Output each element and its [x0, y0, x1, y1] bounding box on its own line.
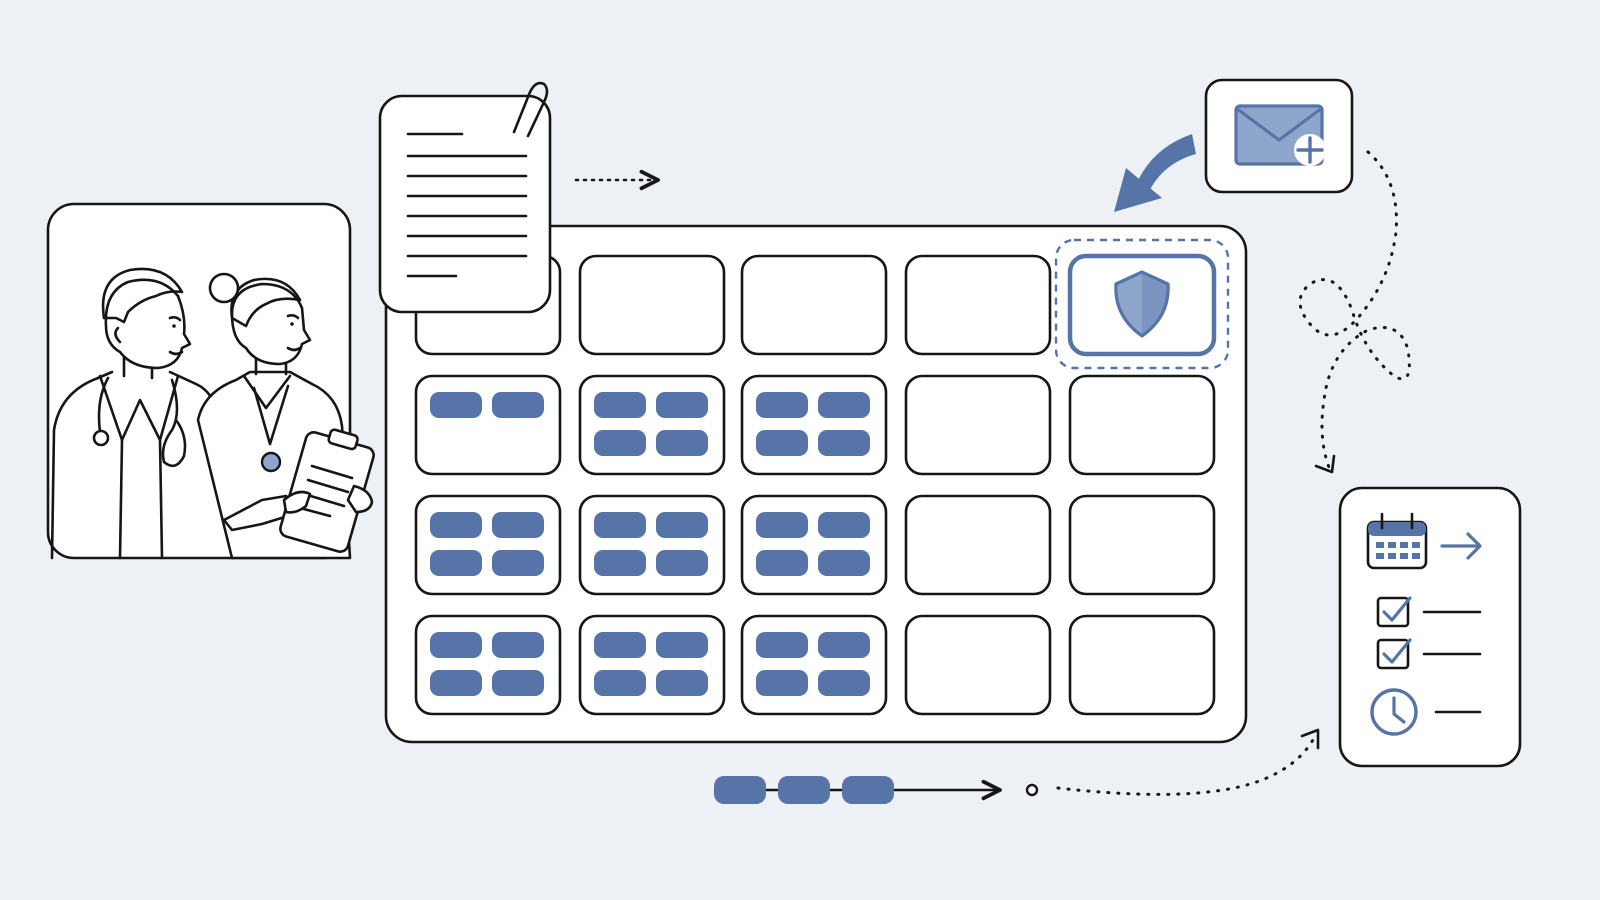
- mail-card: [1204, 78, 1354, 194]
- grid-cell: [904, 374, 1052, 476]
- grid-block: [656, 392, 708, 418]
- checklist-card: [1338, 486, 1522, 768]
- grid-cell: [740, 374, 888, 476]
- grid-cell: [414, 374, 562, 476]
- grid-block: [756, 430, 808, 456]
- schedule-grid: [414, 253, 1217, 716]
- grid-block: [492, 670, 544, 696]
- grid-block: [594, 392, 646, 418]
- grid-block: [430, 632, 482, 658]
- grid-cell: [414, 494, 562, 596]
- grid-block: [818, 512, 870, 538]
- grid-block: [818, 632, 870, 658]
- grid-block: [656, 670, 708, 696]
- grid-cell: [414, 614, 562, 716]
- dotted-loop-path: [1298, 150, 1411, 472]
- grid-block: [594, 670, 646, 696]
- grid-cell: [904, 254, 1052, 356]
- queue-block: [842, 776, 894, 804]
- grid-block: [430, 670, 482, 696]
- mail-plus-icon: [1234, 104, 1326, 166]
- grid-block: [430, 512, 482, 538]
- grid-cell: [1068, 614, 1216, 716]
- calendar-arrow-icon: [1440, 532, 1482, 560]
- grid-block: [818, 670, 870, 696]
- grid-cell: [578, 254, 726, 356]
- checkbox-icon: [1376, 596, 1412, 628]
- grid-cell: [578, 614, 726, 716]
- queue-block: [778, 776, 830, 804]
- grid-block: [430, 392, 482, 418]
- pending-queue: [714, 728, 1320, 804]
- grid-block: [594, 430, 646, 456]
- nurse-figure: [196, 272, 375, 560]
- grid-block: [756, 392, 808, 418]
- grid-cell: [904, 494, 1052, 596]
- grid-block: [756, 632, 808, 658]
- grid-block: [756, 512, 808, 538]
- grid-block: [594, 550, 646, 576]
- grid-block: [818, 550, 870, 576]
- grid-block: [594, 632, 646, 658]
- paperclip-icon: [512, 81, 549, 138]
- queue-endpoint: [1025, 783, 1039, 797]
- clinicians-panel: [46, 202, 375, 560]
- grid-cell: [740, 254, 888, 356]
- checkbox-icon: [1376, 638, 1412, 670]
- grid-block: [656, 430, 708, 456]
- highlight-dashed-outline: [1054, 238, 1230, 370]
- grid-cell: [1068, 494, 1216, 596]
- clock-icon: [1370, 688, 1418, 736]
- document-icon: [378, 81, 552, 314]
- loop-arrow-head: [1314, 454, 1336, 474]
- incoming-mail-arrow: [1114, 134, 1196, 212]
- grid-block: [492, 632, 544, 658]
- queue-arrow-head: [1300, 728, 1320, 750]
- grid-cell: [904, 614, 1052, 716]
- grid-block: [818, 430, 870, 456]
- grid-block: [756, 670, 808, 696]
- grid-block: [492, 550, 544, 576]
- grid-block: [656, 632, 708, 658]
- shield-icon: [1114, 270, 1170, 338]
- grid-block: [818, 392, 870, 418]
- grid-block: [492, 392, 544, 418]
- grid-block: [492, 512, 544, 538]
- grid-cell: [1068, 374, 1216, 476]
- clinicians-illustration: [50, 267, 375, 560]
- grid-cell: [740, 494, 888, 596]
- grid-block: [656, 550, 708, 576]
- queue-block: [714, 776, 766, 804]
- grid-block: [656, 512, 708, 538]
- grid-cell: [578, 374, 726, 476]
- grid-block: [594, 512, 646, 538]
- calendar-icon: [1366, 512, 1428, 570]
- grid-block: [756, 550, 808, 576]
- grid-cell: [578, 494, 726, 596]
- grid-block: [430, 550, 482, 576]
- queue-dotted-path: [1056, 732, 1318, 796]
- grid-cell: [740, 614, 888, 716]
